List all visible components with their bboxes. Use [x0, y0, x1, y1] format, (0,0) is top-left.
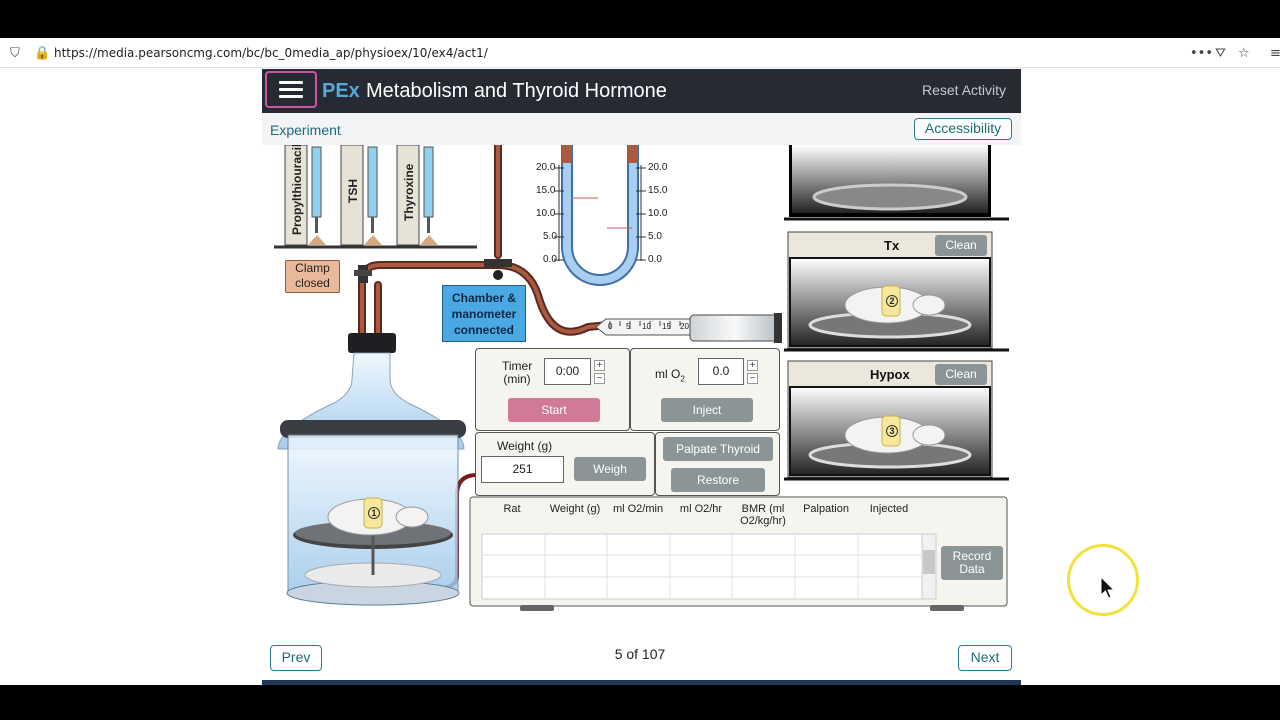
pex-logo: PEx	[322, 80, 360, 102]
clean-button-hypox[interactable]: Clean	[935, 364, 987, 385]
manometer-tick-left: 20.0	[536, 162, 556, 173]
more-icon[interactable]: •••	[1190, 46, 1214, 61]
rat-number-hypox[interactable]: 3	[886, 425, 898, 437]
subheader-bar	[262, 113, 1021, 145]
syringe-scale-tick: 10	[642, 322, 651, 331]
reset-activity-button[interactable]: Reset Activity	[922, 82, 1007, 98]
timer-decrement-button[interactable]: −	[594, 373, 605, 384]
rat-number-chamber[interactable]: 1	[368, 507, 380, 519]
page-title: Metabolism and Thyroid Hormone	[366, 80, 667, 102]
browser-toolbar: ⛉ 🔒 https://media.pearsoncmg.com/bc/bc_0…	[0, 38, 1280, 68]
manometer-tick-right: 0.0	[648, 254, 662, 265]
inject-button[interactable]: Inject	[661, 398, 753, 422]
oxygen-display: 0.0	[698, 358, 744, 385]
manometer-tick-right: 10.0	[648, 208, 668, 219]
syringe-label-tsh[interactable]: TSH	[346, 179, 360, 203]
manometer	[554, 145, 646, 286]
os-top-bar	[0, 0, 1280, 38]
column-header-rat: Rat	[503, 503, 521, 515]
syringe-scale-tick: 5	[626, 322, 631, 331]
manometer-tick-right: 15.0	[648, 185, 668, 196]
syringe-label-propylthiouracil[interactable]: Propylthiouracil	[290, 145, 304, 235]
footer-bar	[262, 680, 1021, 685]
cursor-highlight	[1067, 544, 1139, 616]
record-data-button[interactable]: Record Data	[941, 546, 1003, 580]
column-header-o2-hr: ml O2/hr	[679, 503, 723, 515]
mouse-cursor-icon	[1100, 576, 1116, 599]
metabolic-chamber	[277, 333, 466, 606]
clean-button-tx[interactable]: Clean	[935, 235, 987, 256]
weight-display: 251	[481, 456, 564, 483]
syringe-scale-tick: 15	[662, 322, 671, 331]
hamburger-menu-button[interactable]	[265, 71, 317, 108]
record-label-line2: Data	[959, 562, 985, 576]
oxygen-label-sub: 2	[680, 374, 685, 384]
syringe-scale-tick: 20	[680, 322, 689, 331]
syringe-rack	[274, 145, 477, 249]
timer-label: Timer (min)	[502, 360, 532, 386]
cage-tx	[784, 231, 1009, 352]
oxygen-label-text: ml O	[655, 367, 681, 381]
palpate-thyroid-button[interactable]: Palpate Thyroid	[663, 437, 773, 461]
record-label-line1: Record	[952, 549, 992, 563]
menu-icon[interactable]: ≡	[1270, 46, 1280, 61]
start-button[interactable]: Start	[508, 398, 600, 422]
chamber-manometer-button[interactable]: Chamber & manometer connected	[442, 285, 526, 342]
rat-number-tx[interactable]: 2	[886, 295, 898, 307]
column-header-palpation: Palpation	[803, 503, 849, 515]
cage-title-tx: Tx	[884, 238, 900, 253]
syringe-label-thyroxine[interactable]: Thyroxine	[402, 163, 416, 221]
chamber-line1: Chamber &	[451, 291, 516, 305]
manometer-tick-left: 5.0	[543, 231, 557, 242]
os-bottom-bar	[0, 685, 1280, 720]
chamber-line3: connected	[453, 323, 514, 337]
address-bar[interactable]: https://media.pearsoncmg.com/bc/bc_0medi…	[54, 46, 488, 60]
column-header-weight: Weight (g)	[549, 503, 601, 515]
simulation-area: Propylthiouracil TSH Thyroxine Clamp clo…	[262, 145, 1021, 615]
oxygen-increment-button[interactable]: +	[747, 360, 758, 371]
page-counter: 5 of 107	[614, 646, 666, 662]
timer-label-line2: (min)	[503, 372, 531, 386]
pocket-icon[interactable]: ⛛	[1215, 46, 1226, 61]
timer-label-line1: Timer	[502, 359, 533, 373]
weight-label: Weight (g)	[497, 439, 553, 453]
manometer-tick-right: 5.0	[648, 231, 662, 242]
column-header-o2-min: ml O2/min	[612, 503, 664, 515]
manometer-tick-right: 20.0	[648, 162, 668, 173]
restore-button[interactable]: Restore	[671, 468, 765, 492]
clamp-label-line1: Clamp	[295, 261, 330, 275]
manometer-tick-left: 0.0	[543, 254, 557, 265]
app-header	[262, 69, 1021, 113]
manometer-tick-left: 10.0	[536, 208, 556, 219]
cage-top	[784, 145, 1009, 221]
chamber-line2: manometer	[451, 307, 517, 321]
cage-title-hypox: Hypox	[870, 367, 910, 382]
column-header-bmr: BMR (ml O2/kg/hr)	[740, 503, 786, 527]
column-header-injected: Injected	[869, 503, 909, 515]
shield-icon[interactable]: ⛉	[10, 46, 20, 61]
lock-icon[interactable]: 🔒	[34, 46, 51, 61]
star-icon[interactable]: ☆	[1238, 46, 1250, 61]
clamp-button[interactable]: Clamp closed	[285, 260, 340, 293]
syringe-scale-tick: 0	[608, 322, 613, 331]
next-button[interactable]: Next	[958, 645, 1012, 671]
prev-button[interactable]: Prev	[270, 645, 322, 671]
accessibility-button[interactable]: Accessibility	[914, 118, 1012, 140]
clamp-label-line2: closed	[295, 276, 330, 290]
oxygen-decrement-button[interactable]: −	[747, 373, 758, 384]
manometer-tick-left: 15.0	[536, 185, 556, 196]
oxygen-label: ml O2	[655, 367, 685, 383]
gas-syringe	[595, 313, 782, 343]
weigh-button[interactable]: Weigh	[574, 457, 646, 481]
timer-display: 0:00	[544, 358, 591, 385]
timer-increment-button[interactable]: +	[594, 360, 605, 371]
section-label: Experiment	[270, 122, 341, 138]
